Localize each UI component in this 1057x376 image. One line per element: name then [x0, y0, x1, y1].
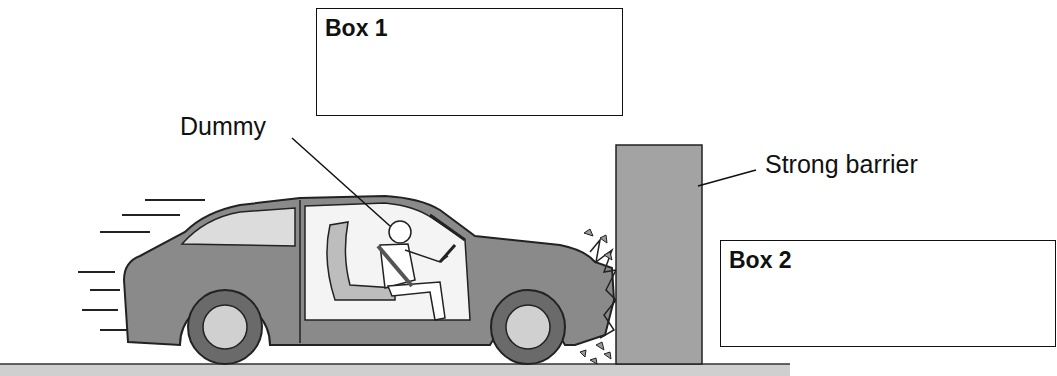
- barrier: [616, 145, 702, 364]
- ground: [0, 364, 790, 376]
- leader-line: [292, 138, 390, 226]
- part-label: Dummy: [180, 112, 266, 141]
- wheels: [188, 290, 565, 364]
- crumple: [590, 240, 616, 338]
- part-label: Strong barrier: [765, 150, 918, 179]
- box-heading: Box 2: [729, 247, 1047, 274]
- box-heading: Box 1: [325, 15, 614, 42]
- answer-box: Box 2: [720, 240, 1056, 347]
- dummy-figure: [378, 221, 448, 320]
- answer-box: Box 1: [316, 8, 623, 116]
- steering-wheel: [440, 245, 455, 262]
- pillar: [430, 215, 465, 240]
- door-edge: [299, 200, 301, 343]
- debris: [580, 229, 612, 364]
- leader-line: [698, 170, 756, 186]
- cabin: [305, 203, 470, 320]
- rear-window: [182, 208, 295, 246]
